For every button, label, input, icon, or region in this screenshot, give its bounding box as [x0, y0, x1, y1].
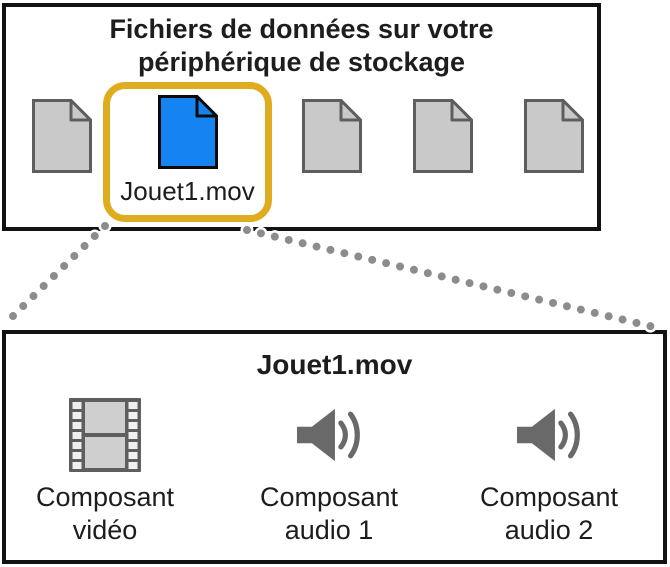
storage-device-box: Fichiers de données sur votre périphériq… — [2, 3, 601, 231]
audio-component-2: Composant audio 2 — [454, 396, 644, 547]
storage-box-title-line2: périphérique de stockage — [137, 47, 466, 77]
selected-file-label: Jouet1.mov — [120, 176, 255, 206]
generic-file-icon — [31, 98, 93, 174]
audio-component-1: Composant audio 1 — [234, 396, 424, 547]
storage-box-title: Fichiers de données sur votre périphériq… — [6, 13, 597, 79]
generic-file-icon — [523, 98, 585, 174]
audio-component-2-label: Composant audio 2 — [479, 482, 619, 545]
selected-file-highlight: Jouet1.mov — [103, 82, 272, 222]
video-component-label: Composant vidéo — [35, 482, 175, 545]
left-dotted-connector — [7, 222, 109, 322]
file-components-box: Jouet1.mov Composant vidéo — [2, 330, 667, 564]
audio-component-1-label: Composant audio 1 — [259, 482, 399, 545]
film-strip-icon — [69, 396, 141, 474]
movie-file-icon — [157, 94, 219, 175]
right-dotted-connector — [243, 226, 662, 332]
speaker-icon — [514, 396, 584, 474]
generic-file-icon — [412, 98, 474, 174]
components-box-title: Jouet1.mov — [256, 349, 413, 380]
storage-box-title-line1: Fichiers de données sur votre — [109, 14, 494, 44]
speaker-icon — [294, 396, 364, 474]
video-component: Composant vidéo — [10, 396, 200, 547]
generic-file-icon — [301, 98, 363, 174]
